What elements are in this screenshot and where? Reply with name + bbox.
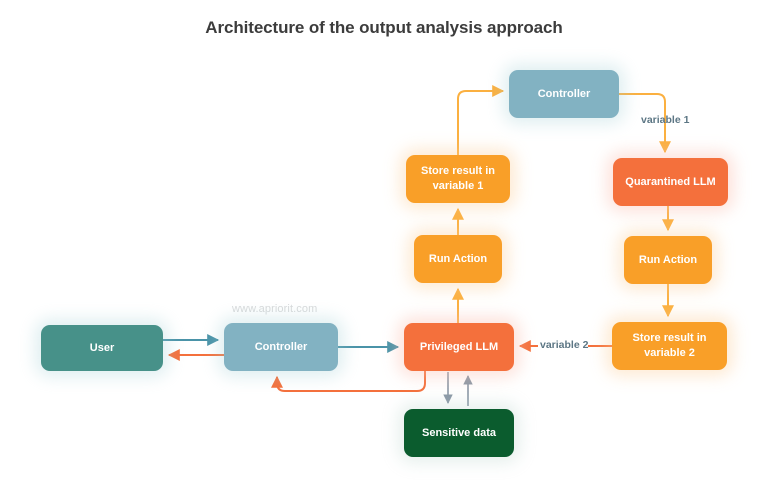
node-store-result-2[interactable]: Store result in variable 2 <box>612 322 727 370</box>
node-run-action-right[interactable]: Run Action <box>624 236 712 284</box>
node-store-result-2-line2: variable 2 <box>644 347 695 359</box>
node-user-label: User <box>89 341 115 354</box>
edge-store-result-1-to-controller-top <box>457 85 505 155</box>
node-privileged-llm-label: Privileged LLM <box>419 340 499 353</box>
node-privileged-llm[interactable]: Privileged LLM <box>404 323 514 371</box>
node-run-action-left-label: Run Action <box>428 252 488 265</box>
edge-label-variable-1: variable 1 <box>641 114 690 126</box>
node-controller-main[interactable]: Controller <box>224 323 338 371</box>
edge-controller-top-to-quarantined-llm <box>619 93 671 154</box>
edge-label-variable-2: variable 2 <box>540 339 589 351</box>
node-run-action-left[interactable]: Run Action <box>414 235 502 283</box>
node-controller-main-label: Controller <box>254 340 308 353</box>
node-sensitive-data[interactable]: Sensitive data <box>404 409 514 457</box>
watermark: www.apriorit.com <box>232 303 318 315</box>
node-quarantined-llm[interactable]: Quarantined LLM <box>613 158 728 206</box>
node-user[interactable]: User <box>41 325 163 371</box>
edge-privileged-llm-to-controller <box>271 371 426 392</box>
node-store-result-1-line1: Store result in <box>421 165 495 178</box>
node-sensitive-data-label: Sensitive data <box>422 426 496 439</box>
node-store-result-1-line2: variable 1 <box>432 180 484 192</box>
node-quarantined-llm-label: Quarantined LLM <box>625 175 716 188</box>
node-store-result-1[interactable]: Store result in variable 1 <box>406 155 510 203</box>
node-controller-top-label: Controller <box>537 87 591 100</box>
page-title: Architecture of the output analysis appr… <box>205 18 563 37</box>
node-run-action-right-label: Run Action <box>638 253 698 266</box>
node-controller-top[interactable]: Controller <box>509 70 619 118</box>
node-store-result-2-line1: Store result in <box>632 332 707 345</box>
